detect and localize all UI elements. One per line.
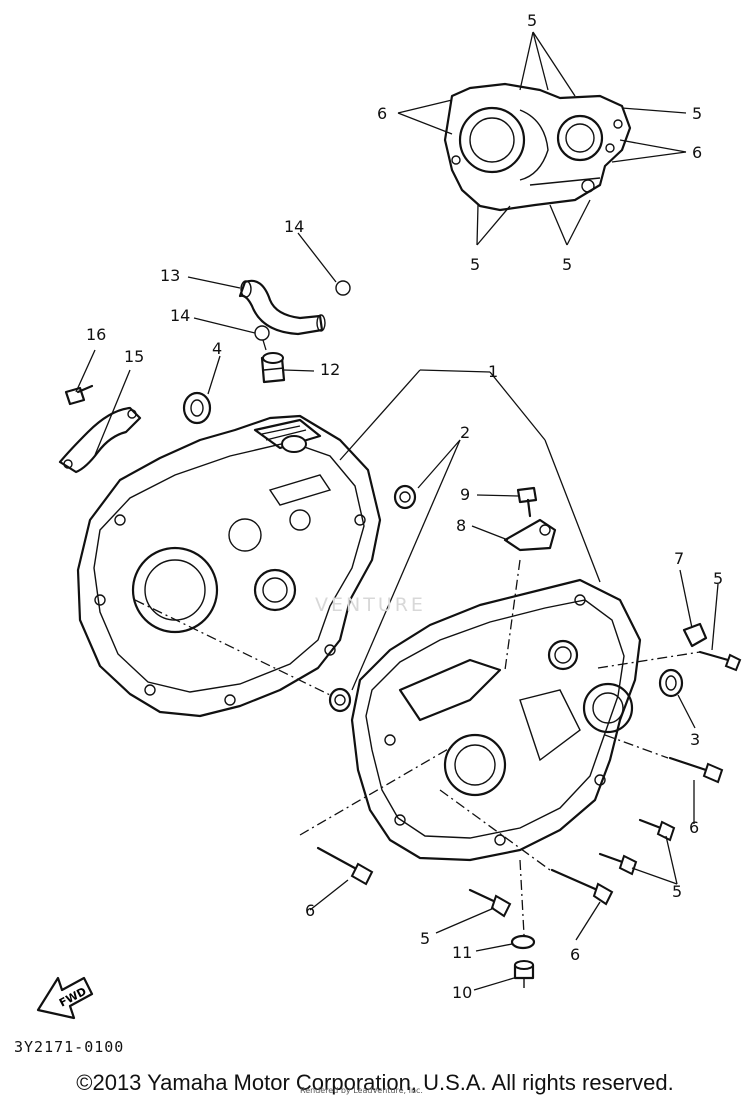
- callout-leaders: [75, 232, 719, 991]
- breather-hose-group: [238, 279, 351, 384]
- callout-5-bottom-right: 5: [672, 882, 682, 901]
- callout-15: 15: [124, 347, 144, 366]
- copyright-notice: ©2013 Yamaha Motor Corporation, U.S.A. A…: [76, 1070, 674, 1095]
- callout-7: 7: [674, 549, 684, 568]
- callout-3: 3: [690, 730, 700, 749]
- callout-14-upper: 14: [284, 217, 304, 236]
- right-crankcase: [350, 578, 642, 862]
- small-parts-right: [503, 486, 708, 698]
- callout-14-lower: 14: [170, 306, 190, 325]
- left-crankcase: [76, 414, 382, 718]
- callout-6-upper-right: 6: [692, 143, 702, 162]
- dowel-pins: [328, 484, 417, 713]
- callout-6-bottom-left: 6: [305, 901, 315, 920]
- callout-6-right: 6: [689, 818, 699, 837]
- crankcase-bolts: [316, 650, 742, 918]
- callout-16: 16: [86, 325, 106, 344]
- crankcase-bolt-pattern-view: [443, 82, 632, 212]
- callout-4: 4: [212, 339, 222, 358]
- callout-9: 9: [460, 485, 470, 504]
- oil-seal: [182, 391, 212, 425]
- watermark: VENTURE: [315, 594, 426, 616]
- diagram-code: 3Y2171-0100: [14, 1038, 125, 1056]
- alignment-lines: [134, 559, 701, 936]
- callout-5-bottom-center: 5: [420, 929, 430, 948]
- callout-5-upper-right: 5: [692, 104, 702, 123]
- callout-10: 10: [452, 983, 472, 1002]
- callout-5-top: 5: [527, 11, 537, 30]
- callout-6-bottom-right: 6: [570, 945, 580, 964]
- callout-8: 8: [456, 516, 466, 535]
- callout-5-right-bolt: 5: [713, 569, 723, 588]
- callout-2: 2: [460, 423, 470, 442]
- callout-12: 12: [320, 360, 340, 379]
- callout-labels: 5 6 5 6 5 5 14 13 14 16 4 15 12 1 2 9 8 …: [86, 11, 723, 1002]
- callout-5-lower-left: 5: [470, 255, 480, 274]
- callout-5-lower-right: 5: [562, 255, 572, 274]
- callout-6-upper-left: 6: [377, 104, 387, 123]
- callout-11: 11: [452, 943, 472, 962]
- drain-plug-and-washer: [510, 934, 536, 988]
- callout-13: 13: [160, 266, 180, 285]
- top-view-leaders: [397, 31, 687, 246]
- clamp-bolt-and-bracket: [58, 384, 142, 474]
- callout-1: 1: [488, 362, 498, 381]
- forward-arrow-icon: FWD: [36, 976, 94, 1020]
- renderer-credit: Rendered by LeadVenture, Inc.: [300, 1086, 423, 1095]
